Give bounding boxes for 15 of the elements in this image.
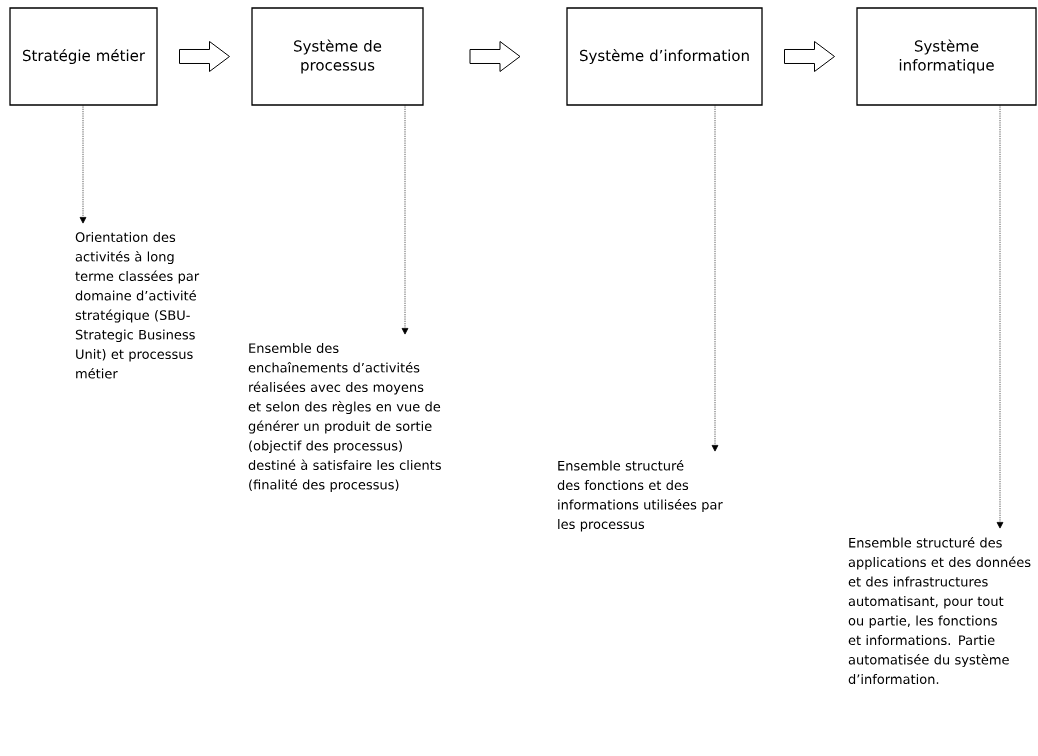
stage-box: Système de processus [251,7,424,106]
block-arrow [784,41,835,72]
dotted-arrow [711,105,719,452]
stage-box: Système d’information [566,7,763,106]
dotted-arrow [996,105,1004,529]
stage-box: Système informatique [856,7,1037,106]
description-text: Orientation des activités à long terme classées par domaine d’activité stratégique (SBU-Strategic Business Unit) et processus métier [75,232,200,379]
dotted-arrow [79,105,87,224]
stage-box: Stratégie métier [9,7,158,106]
description-text: Ensemble des enchaînements d’activités réalisées avec des moyens et selon des règles en vue de générer un produit de sortie (objectif des processus) destiné à satisfaire les clients (finalité des processus) [248,343,441,493]
description-text: Ensemble structuré des fonctions et des informations utilisées par les processus [557,460,723,532]
block-arrow [179,41,230,72]
description-text: Ensemble structuré des applications et des données et des infrastructures automatisant, pour tout ou partie, les fonctions et informations. Partie automatisée du système d’information. [848,537,1031,685]
block-arrow [469,41,521,72]
dotted-arrow [401,105,409,335]
